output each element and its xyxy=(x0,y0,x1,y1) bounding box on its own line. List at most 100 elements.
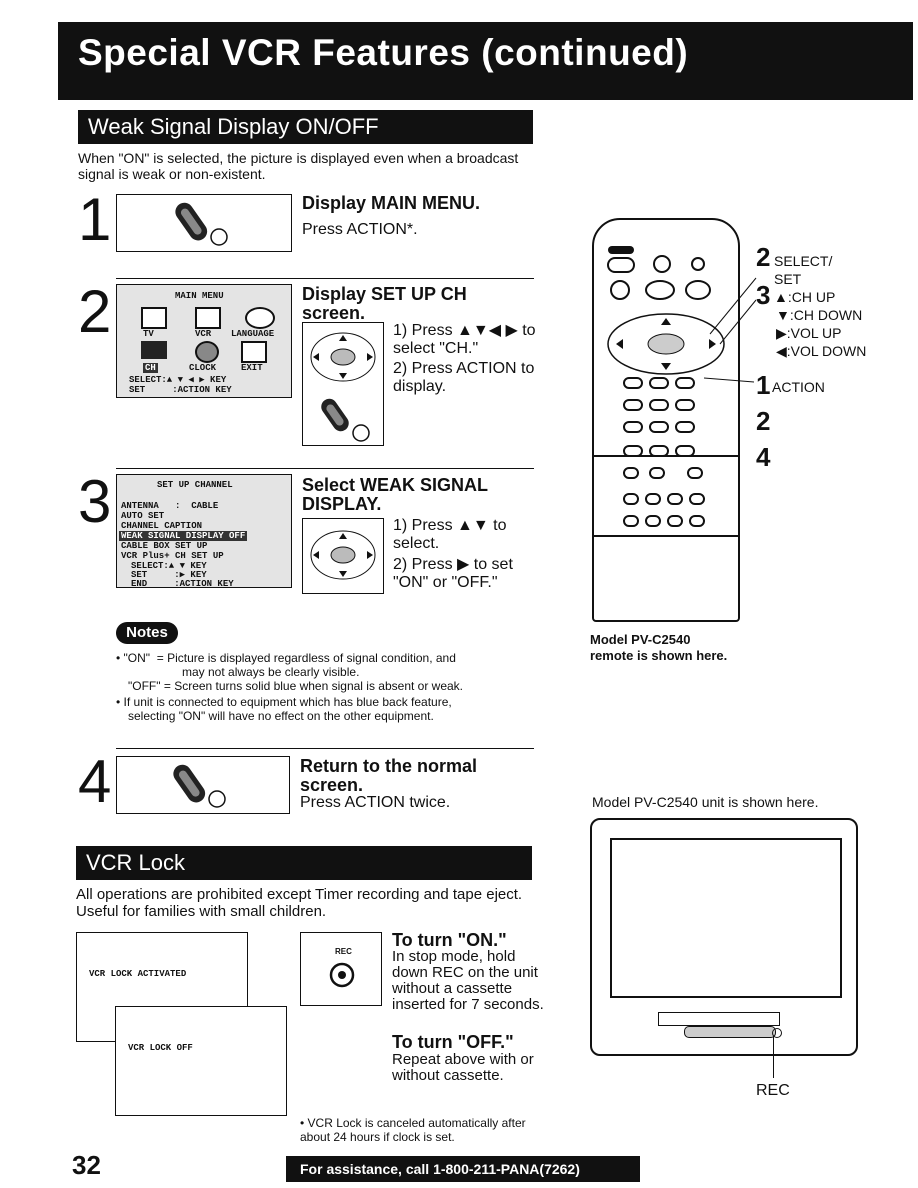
step4-text: Press ACTION twice. xyxy=(300,794,451,811)
menu-hint: SET :ACTION KEY xyxy=(129,385,232,395)
action-button-panel xyxy=(116,756,290,814)
unit-buttons xyxy=(684,1026,776,1038)
unit-caption: Model PV-C2540 unit is shown here. xyxy=(592,794,819,810)
menu-line: CABLE BOX SET UP xyxy=(121,541,208,551)
tv-unit xyxy=(590,818,858,1056)
dpad-icon xyxy=(310,332,376,442)
action-button-panel xyxy=(116,194,292,252)
menu-hint: END :ACTION KEY xyxy=(131,579,234,589)
step3-instruction-1: 1) Press ▲▼ to select. xyxy=(393,517,507,552)
section-heading-weak-signal: Weak Signal Display ON/OFF xyxy=(78,110,533,144)
action-button-icon xyxy=(175,202,228,246)
vcr-icon xyxy=(195,307,221,329)
menu-hint: SET :▶ KEY xyxy=(131,570,207,580)
lock-off-title: To turn "OFF." xyxy=(392,1032,514,1052)
menu-title: MAIN MENU xyxy=(175,291,224,301)
lock-intro: All operations are prohibited except Tim… xyxy=(76,886,523,920)
note-3-cont: selecting "ON" will have no effect on th… xyxy=(128,709,434,723)
step2-title: Display SET UP CH screen. xyxy=(302,284,467,323)
section-heading-vcr-lock: VCR Lock xyxy=(76,846,532,880)
tv-icon xyxy=(141,307,167,329)
remote-step-4: 4 xyxy=(756,442,771,472)
remote-callout-lines xyxy=(703,277,757,383)
ch-icon xyxy=(141,341,167,359)
weak-intro: When "ON" is selected, the picture is di… xyxy=(78,150,519,182)
remote-step-2b: 2 xyxy=(756,406,771,436)
menu-line: AUTO SET xyxy=(121,511,165,521)
note-1: • "ON" = Picture is displayed regardless… xyxy=(116,651,456,665)
remote-step-2: 2 xyxy=(756,242,771,272)
menu-tv: TV xyxy=(143,329,154,339)
step3-instruction-2: 2) Press ▶ to set "ON" or "OFF." xyxy=(393,556,513,591)
remote-control xyxy=(592,218,740,622)
rec-button-panel: REC xyxy=(300,932,382,1006)
step3-title: Select WEAK SIGNAL DISPLAY. xyxy=(302,475,488,514)
assistance-banner: For assistance, call 1-800-211-PANA(7262… xyxy=(286,1156,640,1182)
remote-label-voldown: ◀:VOL DOWN xyxy=(776,343,867,359)
note-1-cont: may not always be clearly visible. xyxy=(182,665,360,679)
divider xyxy=(116,748,534,749)
note-2: "OFF" = Screen turns solid blue when sig… xyxy=(128,679,464,693)
unit-rec-label: REC xyxy=(756,1082,790,1099)
remote-label-select: SELECT/ xyxy=(774,253,833,269)
remote-caption-2: remote is shown here. xyxy=(590,648,728,663)
step-number: 1 xyxy=(78,186,112,253)
menu-line-highlight: WEAK SIGNAL DISPLAY OFF xyxy=(119,531,248,541)
menu-hint: SELECT:▲ ▼ ◀ ▶ KEY xyxy=(129,375,227,385)
dpad-panel xyxy=(302,518,384,594)
remote-step-1: 1 xyxy=(756,370,771,400)
remote-label-volup: ▶:VOL UP xyxy=(776,325,842,341)
remote-step-3: 3 xyxy=(756,280,771,310)
tv-screen xyxy=(610,838,842,998)
step1-title: Display MAIN MENU. xyxy=(302,193,481,213)
unit-rec-button xyxy=(772,1028,782,1038)
step2-instruction-2: 2) Press ACTION to display. xyxy=(393,360,535,395)
menu-line: VCR Plus+ CH SET UP xyxy=(121,551,224,561)
menu-title: SET UP CHANNEL xyxy=(157,480,233,490)
step1-text: Press ACTION*. xyxy=(302,221,418,238)
remote-caption-1: Model PV-C2540 xyxy=(590,632,691,647)
clock-icon xyxy=(195,341,219,363)
cassette-slot xyxy=(658,1012,780,1026)
menu-vcr: VCR xyxy=(195,329,212,339)
remote-buttons xyxy=(594,246,738,537)
menu-clock: CLOCK xyxy=(189,363,217,373)
action-button-icon xyxy=(173,764,226,808)
lock-screen-off: VCR LOCK OFF xyxy=(115,1006,287,1116)
dpad-icon xyxy=(310,530,376,580)
lock-note: • VCR Lock is canceled automatically aft… xyxy=(300,1116,526,1144)
menu-line: CHANNEL CAPTION xyxy=(121,521,203,531)
main-menu-screen: MAIN MENU TV VCR LANGUAGE CH CLOCK EXIT … xyxy=(116,284,292,398)
remote-label-action: ACTION xyxy=(772,379,825,395)
menu-ch: CH xyxy=(143,363,158,373)
step2-instruction-1: 1) Press ▲▼◀ ▶ to select "CH." xyxy=(393,322,536,357)
remote-label-chup: ▲:CH UP xyxy=(774,289,836,305)
divider xyxy=(116,468,534,469)
step4-title: Return to the normal screen. xyxy=(300,756,478,795)
note-3: • If unit is connected to equipment whic… xyxy=(116,695,452,709)
rec-callout-line xyxy=(773,1036,774,1078)
lock-activated-text: VCR LOCK ACTIVATED xyxy=(89,969,187,979)
lock-on-text: In stop mode, hold down REC on the unit … xyxy=(392,948,544,1013)
menu-language: LANGUAGE xyxy=(231,329,275,339)
rec-panel-label: REC xyxy=(335,947,352,956)
lock-on-title: To turn "ON." xyxy=(392,930,507,950)
remote-label-set: SET xyxy=(774,271,802,287)
menu-line: ANTENNA : CABLE xyxy=(121,501,219,511)
step-number: 2 xyxy=(78,278,112,345)
notes-badge: Notes xyxy=(116,622,178,644)
lock-off-text: Repeat above with or without cassette. xyxy=(392,1051,534,1084)
page-title: Special VCR Features (continued) xyxy=(58,22,913,100)
rec-button-icon xyxy=(329,962,355,988)
menu-hint: SELECT:▲ ▼ KEY xyxy=(131,561,207,571)
page-number: 32 xyxy=(72,1150,101,1180)
dpad-panel xyxy=(302,322,384,446)
lock-off-text: VCR LOCK OFF xyxy=(128,1043,193,1053)
exit-icon xyxy=(241,341,267,363)
language-icon xyxy=(245,307,275,329)
step-number: 4 xyxy=(78,748,112,815)
menu-exit: EXIT xyxy=(241,363,263,373)
remote-label-chdown: ▼:CH DOWN xyxy=(776,307,863,323)
setup-channel-screen: SET UP CHANNEL ANTENNA : CABLE AUTO SET … xyxy=(116,474,292,589)
divider xyxy=(116,278,534,279)
